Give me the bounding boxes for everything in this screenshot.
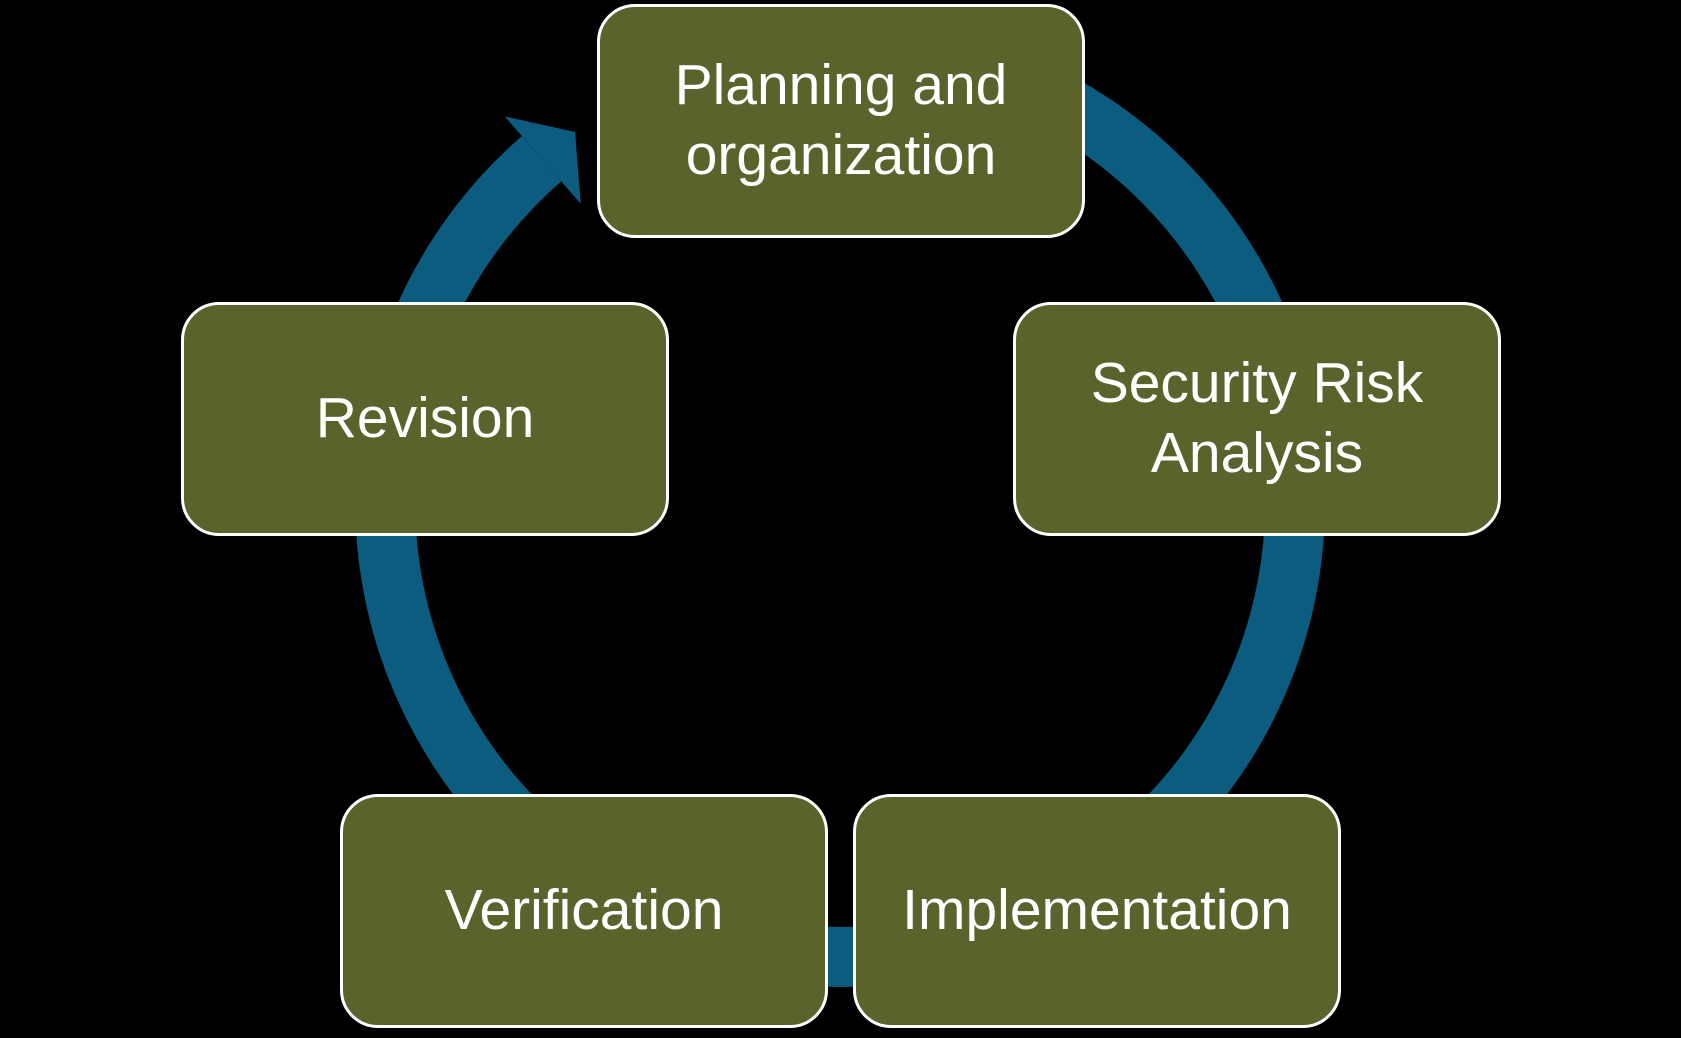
node-implementation[interactable]: Implementation [853,794,1341,1028]
node-label: Implementation [902,878,1292,943]
node-revision[interactable]: Revision [181,302,669,536]
node-security-risk-analysis[interactable]: Security Risk Analysis [1013,302,1501,536]
node-planning-and-organization[interactable]: Planning and organization [597,4,1085,238]
node-label: Security Risk Analysis [1090,351,1424,485]
node-verification[interactable]: Verification [340,794,828,1028]
node-label: Planning and organization [674,53,1008,187]
cycle-arrow-head-icon [504,116,581,204]
node-label: Verification [444,878,724,943]
node-label: Revision [315,386,535,451]
